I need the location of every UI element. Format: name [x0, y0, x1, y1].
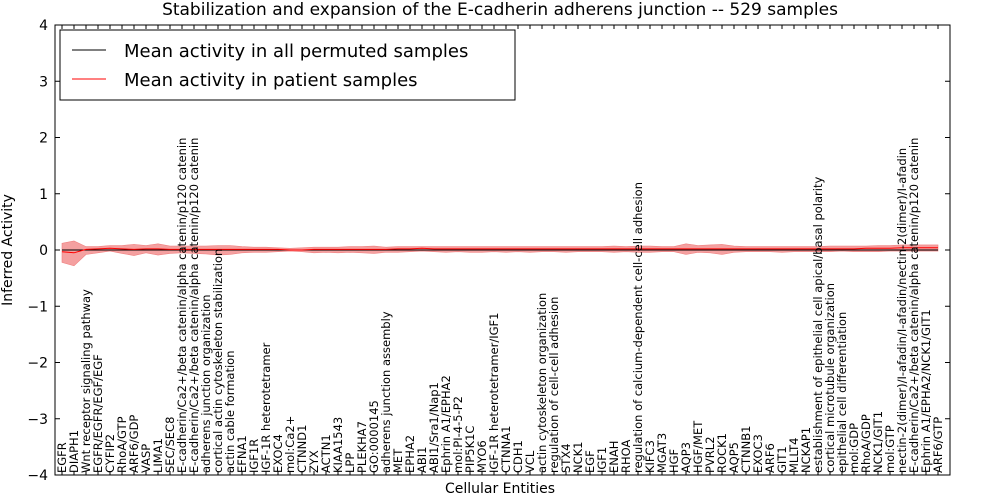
- x-tick-label: MET: [391, 448, 405, 473]
- x-tick-label: regulation of calcium-dependent cell-cel…: [631, 182, 645, 473]
- x-tick-label: IGF1R: [247, 439, 261, 473]
- plot-frame: [54, 24, 951, 476]
- x-tick-label: AQP5: [727, 442, 741, 473]
- x-tick-label: establishment of epithelial cell apical/…: [811, 177, 825, 473]
- chart-title: Stabilization and expansion of the E-cad…: [162, 0, 838, 20]
- x-tick-label: CDH1: [511, 440, 525, 473]
- y-tick-label: 2: [39, 131, 48, 147]
- x-tick-label: ENAH: [607, 441, 621, 473]
- x-tick-label: MLLT4: [787, 438, 801, 474]
- y-tick-label: 1: [39, 187, 48, 203]
- x-tick-label: PIP5K1C: [463, 426, 477, 473]
- x-tick-label: DIAPH1: [67, 430, 81, 473]
- x-tick-label: mol:GDP: [847, 423, 861, 473]
- x-tick-label: ZYX: [307, 450, 321, 473]
- y-tick-label: 4: [39, 18, 48, 34]
- x-tick-label: CTNND1: [295, 425, 309, 473]
- x-tick-label: EPHA2: [403, 435, 417, 473]
- legend-label-permuted: Mean activity in all permuted samples: [124, 41, 468, 62]
- y-tick-label: 0: [39, 243, 48, 259]
- x-tick-label: VASP: [139, 444, 153, 473]
- y-axis-label: Inferred Activity: [0, 194, 16, 306]
- x-tick-label: Ephrin A1/EPHA2/NCK1/GIT1: [919, 309, 933, 473]
- x-tick-label: IGF-1R heterotetramer/IGF1: [487, 313, 501, 473]
- x-tick-label: regulation of cell-cell adhesion: [547, 297, 561, 473]
- y-tick-label: −3: [27, 412, 48, 428]
- x-tick-label: RHOA: [619, 440, 633, 473]
- y-tick-label: −4: [27, 468, 48, 484]
- x-tick-label: mol:PI-4-5-P2: [451, 396, 465, 473]
- x-tick-label: GO:0000145: [367, 400, 381, 473]
- x-tick-label: nectin-2(dimer)/I-afadin/I-afadin/nectin…: [895, 148, 909, 473]
- x-tick-label: ABI1/Sra1/Nap1: [427, 382, 441, 473]
- x-tick-label: E-cadherin/Ca2+/beta catenin/alpha caten…: [175, 138, 189, 473]
- x-tick-label: EGFR: [55, 442, 69, 473]
- series-lines: [61, 247, 938, 254]
- x-tick-label: ARF6: [763, 443, 777, 473]
- x-tick-label: cortical actin cytoskeleton stabilizatio…: [211, 249, 225, 473]
- patient-band-area: [61, 240, 939, 267]
- x-tick-label: HGF/MET: [691, 420, 705, 473]
- x-tick-label: EGF: [583, 450, 597, 473]
- x-tick-label: CTNNB1: [739, 426, 753, 473]
- x-tick-label: EXOC4: [271, 434, 285, 473]
- x-tick-label: Ephrin A1/EPHA2: [439, 375, 453, 473]
- x-tick-label: adherens junction organization: [199, 295, 213, 473]
- x-axis-label: Cellular Entities: [445, 481, 555, 497]
- x-tick-label: ABI1: [415, 447, 429, 473]
- y-tick-label: −1: [27, 299, 48, 315]
- x-tick-label: AQP3: [679, 442, 693, 473]
- x-tick-label: STX4: [559, 443, 573, 473]
- x-tick-label: IGF-1R heterotetramer: [259, 342, 273, 473]
- x-tick-label: CYFIP2: [103, 434, 117, 473]
- x-tick-label: E-cadherin/Ca2+/beta catenin/alpha caten…: [187, 138, 201, 473]
- x-tick-label: actin cable formation: [223, 350, 237, 473]
- x-tick-label: IGF1: [595, 447, 609, 473]
- x-tick-label: LIMA1: [151, 438, 165, 473]
- x-tick-label: NCK1/GIT1: [871, 411, 885, 473]
- legend-label-patient: Mean activity in patient samples: [124, 70, 418, 91]
- x-tick-label: PLEKHA7: [355, 421, 369, 473]
- x-tick-label: epithelial cell differentiation: [835, 312, 849, 473]
- x-tick-label: mol:GTP: [883, 425, 897, 473]
- x-tick-label: adherens junction assembly: [379, 311, 393, 473]
- x-tick-label: GIT1: [775, 446, 789, 473]
- y-tick-label: −2: [27, 356, 48, 372]
- patient-activity-band: [61, 240, 939, 267]
- x-tick-label: NCKAP1: [799, 427, 813, 473]
- x-tick-label: ACTN1: [319, 434, 333, 473]
- y-tick-label: 3: [39, 74, 48, 90]
- x-tick-label: CTNNA1: [499, 426, 513, 473]
- x-tick-label: KIFC3: [643, 440, 657, 473]
- series-line-patient: [61, 247, 938, 254]
- x-tick-label: EFNA1: [235, 435, 249, 473]
- x-tick-label: VCL: [523, 450, 537, 473]
- x-tick-label: MYO6: [475, 440, 489, 473]
- x-tick-label: HGF: [667, 449, 681, 473]
- x-tick-label: ARF6/GDP: [127, 415, 141, 473]
- x-tick-label: mol:Ca2+: [283, 416, 297, 473]
- x-tick-label: LPP: [343, 453, 357, 473]
- x-tick-label: actin cytoskeleton organization: [535, 293, 549, 473]
- x-tick-label: ARF6/GTP: [931, 417, 945, 473]
- x-tick-label: EGFR/EGFR/EGF/EGF: [91, 354, 105, 473]
- x-tick-label: MGAT3: [655, 433, 669, 473]
- x-tick-label: SEC/SEC8: [163, 417, 177, 473]
- legend: Mean activity in all permuted samples Me…: [59, 29, 516, 101]
- x-tick-label: RhoA/GDP: [859, 414, 873, 473]
- x-tick-label: ROCK1: [715, 433, 729, 473]
- x-tick-label: KIAA1543: [331, 417, 345, 473]
- x-tick-label: cortical microtubule organization: [823, 283, 837, 473]
- x-tick-label: NCK1: [571, 442, 585, 474]
- legend-box: [59, 29, 516, 101]
- x-tick-label: EXOC3: [751, 434, 765, 473]
- x-tick-label: PVRL2: [703, 436, 717, 473]
- x-tick-label: E-cadherin/Ca2+/beta catenin/alpha caten…: [907, 138, 921, 473]
- x-tick-label: Wnt receptor signaling pathway: [79, 289, 93, 473]
- y-axis: −4 −3 −2 −1 0 1 2 3 4: [27, 18, 950, 484]
- x-tick-label: RhoA/GTP: [115, 416, 129, 473]
